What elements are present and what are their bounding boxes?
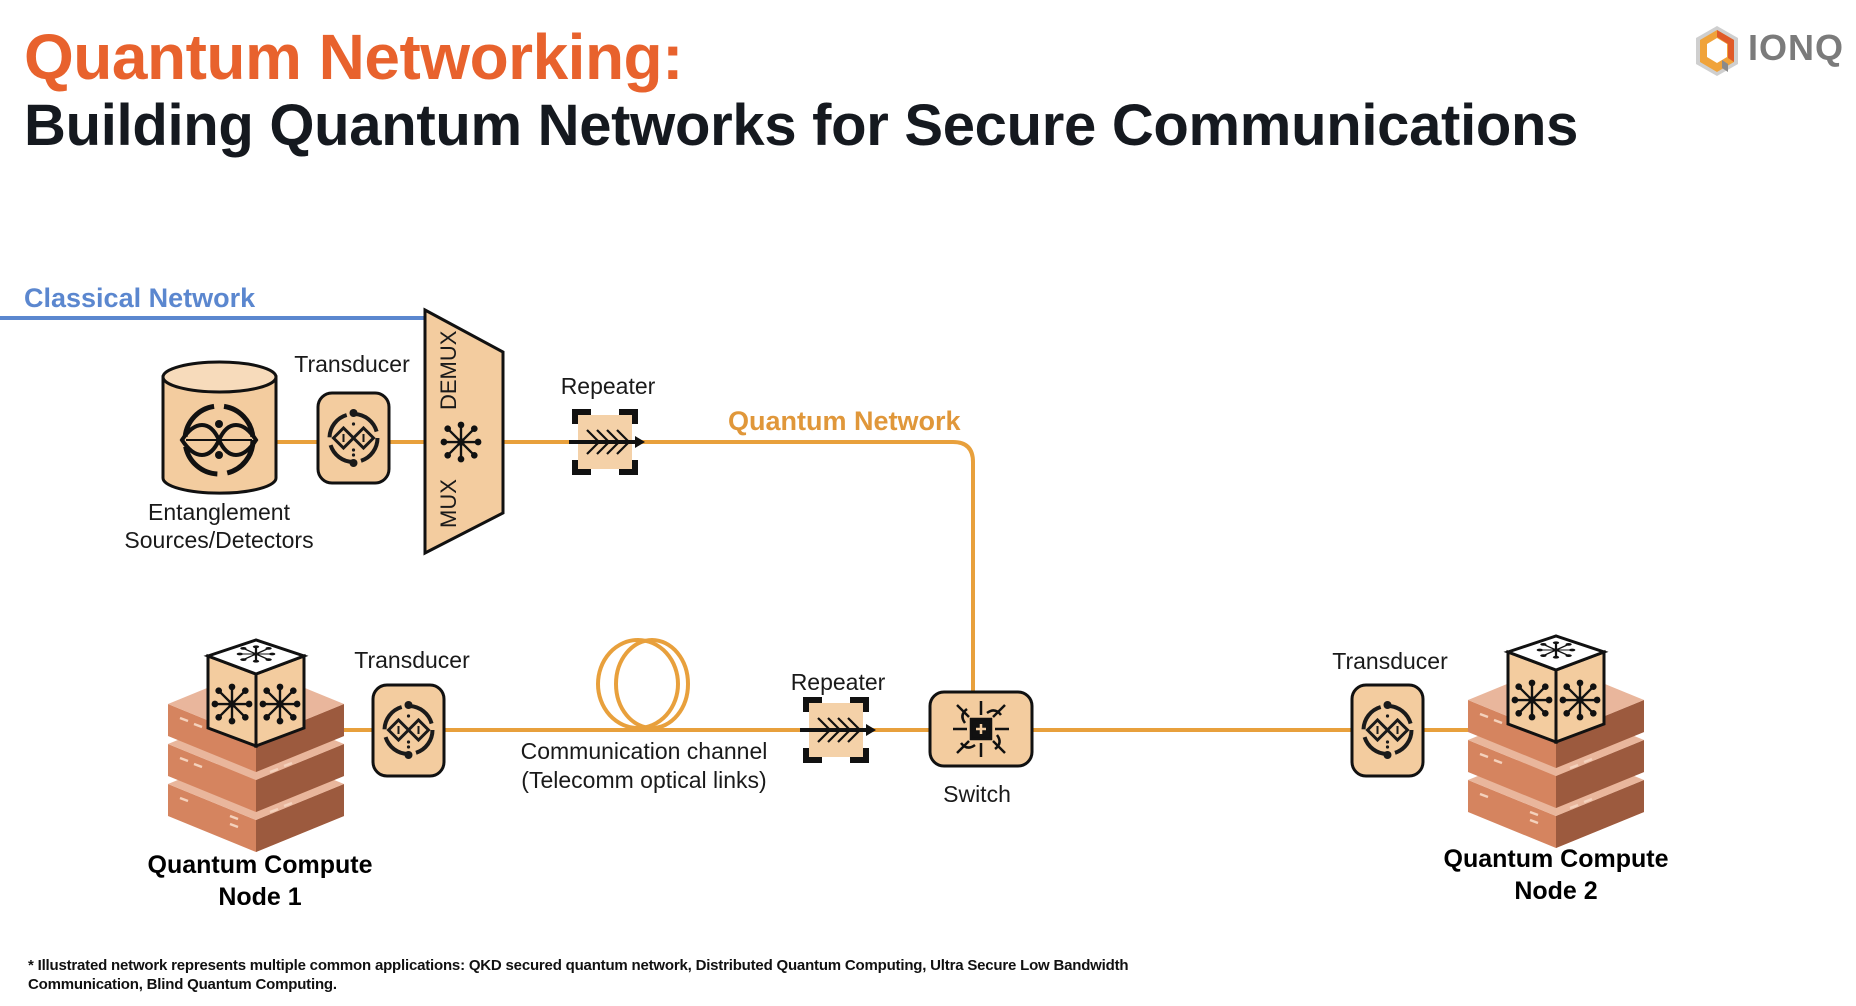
entanglement-source-icon — [161, 360, 278, 495]
entanglement-label-line1: Entanglement — [148, 499, 290, 525]
repeater-top-label: Repeater — [560, 373, 656, 399]
transducer-top-icon — [316, 391, 391, 485]
page-title: Quantum Networking: — [24, 21, 683, 93]
entanglement-label-line2: Sources/Detectors — [124, 527, 314, 553]
classical-network-label: Classical Network — [24, 283, 256, 313]
quantum-network-label: Quantum Network — [728, 406, 961, 436]
ionq-logo-icon — [1696, 26, 1738, 76]
mux-label: MUX — [436, 479, 461, 528]
comm-channel-label-line2: (Telecomm optical links) — [521, 767, 767, 793]
transducer-node1-icon — [371, 683, 446, 778]
demux-label: DEMUX — [436, 330, 461, 410]
node1-label-line1: Quantum Compute — [147, 851, 373, 879]
node2-label-line2: Node 2 — [1514, 877, 1598, 905]
repeater-top-icon — [569, 412, 645, 472]
transducer-node2-label: Transducer — [1332, 648, 1448, 674]
switch-icon — [928, 690, 1034, 768]
node2-label-line1: Quantum Compute — [1443, 845, 1669, 873]
quantum-compute-node2-icon — [1468, 636, 1644, 848]
footnote: * Illustrated network represents multipl… — [28, 957, 1129, 993]
mux-demux-icon — [423, 307, 505, 556]
fiber-coil-icon — [596, 638, 690, 730]
ionq-logo-text: IONQ — [1748, 27, 1845, 68]
transducer-node2-icon — [1350, 683, 1425, 778]
quantum-network-lines — [276, 440, 1468, 732]
switch-label: Switch — [943, 781, 1011, 807]
transducer-node1-label: Transducer — [354, 647, 470, 673]
quantum-compute-node1-icon — [168, 640, 344, 852]
repeater-bottom-icon — [800, 700, 876, 760]
ionq-logo — [1692, 24, 1742, 83]
node1-label-line2: Node 1 — [218, 883, 302, 911]
repeater-bottom-label: Repeater — [790, 669, 886, 695]
page-subtitle: Building Quantum Networks for Secure Com… — [24, 93, 1579, 158]
transducer-top-label: Transducer — [294, 351, 410, 377]
comm-channel-label-line1: Communication channel — [520, 738, 768, 764]
